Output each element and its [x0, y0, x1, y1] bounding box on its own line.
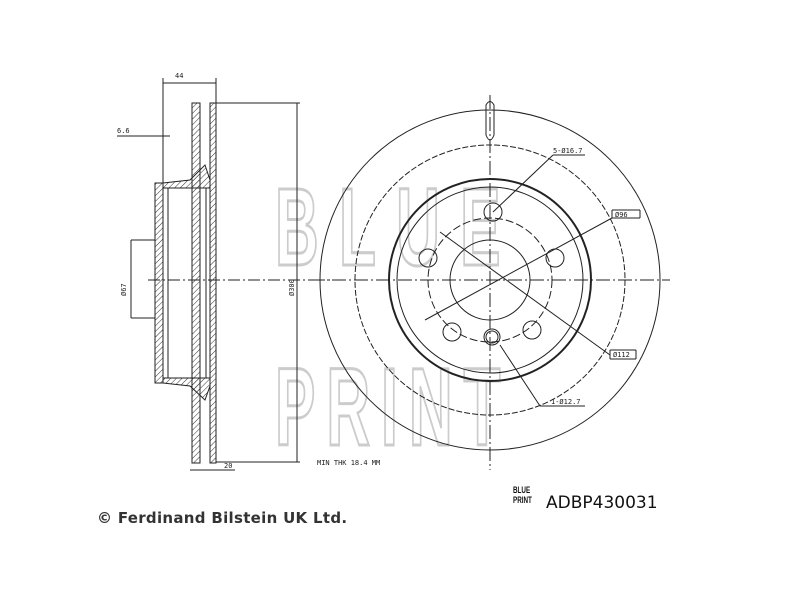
side-section-view	[117, 78, 330, 471]
dim-outer-diameter: Ø300	[288, 279, 296, 296]
label-aux-hole: 1-Ø12.7	[551, 398, 581, 406]
dim-min-thickness: MIN THK 18.4 MM	[317, 459, 380, 467]
front-view	[310, 95, 670, 470]
label-bolt-holes: 5-Ø16.7	[553, 147, 583, 155]
copyright-text: © Ferdinand Bilstein UK Ltd.	[97, 509, 348, 527]
dim-offset: 6.6	[117, 127, 130, 135]
dim-width: 44	[175, 72, 183, 80]
part-number: ADBP430031	[546, 493, 658, 513]
svg-text:BLUE: BLUE	[275, 166, 501, 289]
logo-line2: PRINT	[513, 495, 532, 505]
watermark: BLUE PRINT	[274, 165, 502, 470]
dim-center-bore: Ø67	[120, 283, 128, 296]
svg-text:PRINT: PRINT	[275, 346, 500, 469]
label-pilot-diameter: Ø96	[615, 211, 628, 219]
logo-line1: BLUE	[513, 485, 531, 495]
blue-print-logo: BLUE PRINT	[513, 485, 532, 505]
label-pcd: Ø112	[613, 351, 630, 359]
dim-thickness: 20	[224, 462, 232, 470]
